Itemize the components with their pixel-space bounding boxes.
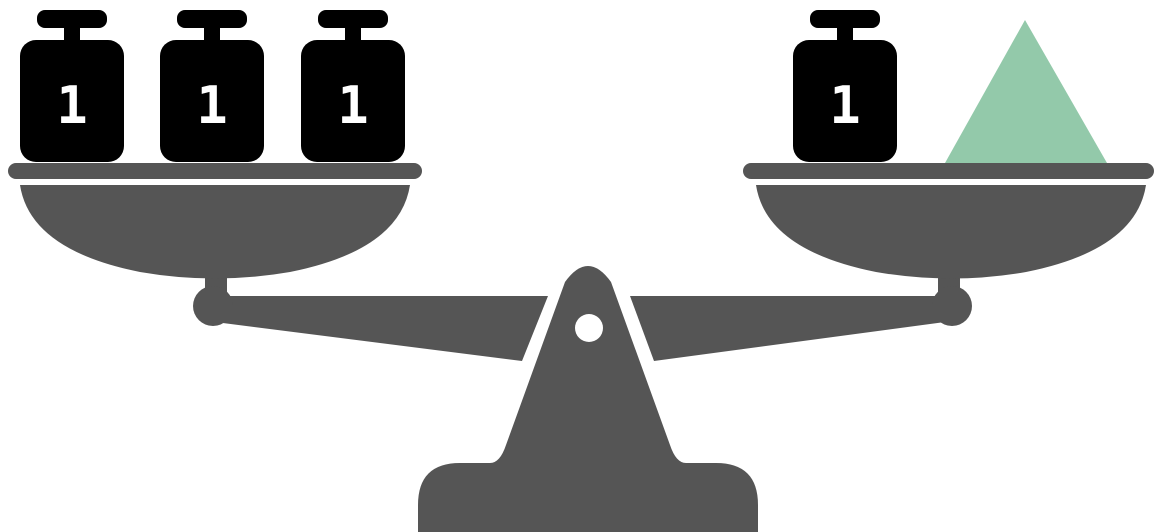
weight-handle [318, 10, 388, 28]
weight-neck [345, 26, 361, 42]
triangle-shape [945, 20, 1107, 163]
weight-handle [810, 10, 880, 28]
weight-body [160, 40, 264, 162]
left-weight: 1 [301, 10, 405, 162]
beam-left-arm [200, 296, 548, 361]
weight-neck [204, 26, 220, 42]
right-weight: 1 [793, 10, 897, 162]
scale-base [418, 266, 758, 532]
weight-body [793, 40, 897, 162]
weight-label: 1 [56, 76, 87, 136]
fulcrum-hole [575, 314, 603, 342]
weight-neck [64, 26, 80, 42]
beam-right-arm [630, 296, 962, 361]
weight-body [20, 40, 124, 162]
left-pan-rim [8, 163, 422, 179]
left-pan-bowl [20, 185, 410, 279]
right-pan-bowl [756, 185, 1146, 279]
weight-handle [177, 10, 247, 28]
weight-label: 1 [196, 76, 227, 136]
right-pan-rim [743, 163, 1154, 179]
weight-handle [37, 10, 107, 28]
weight-body [301, 40, 405, 162]
right-pivot-knob [932, 286, 972, 326]
weight-label: 1 [337, 76, 368, 136]
weight-label: 1 [829, 76, 860, 136]
left-weight: 1 [160, 10, 264, 162]
left-pivot-knob [193, 286, 233, 326]
weight-neck [837, 26, 853, 42]
left-weight: 1 [20, 10, 124, 162]
